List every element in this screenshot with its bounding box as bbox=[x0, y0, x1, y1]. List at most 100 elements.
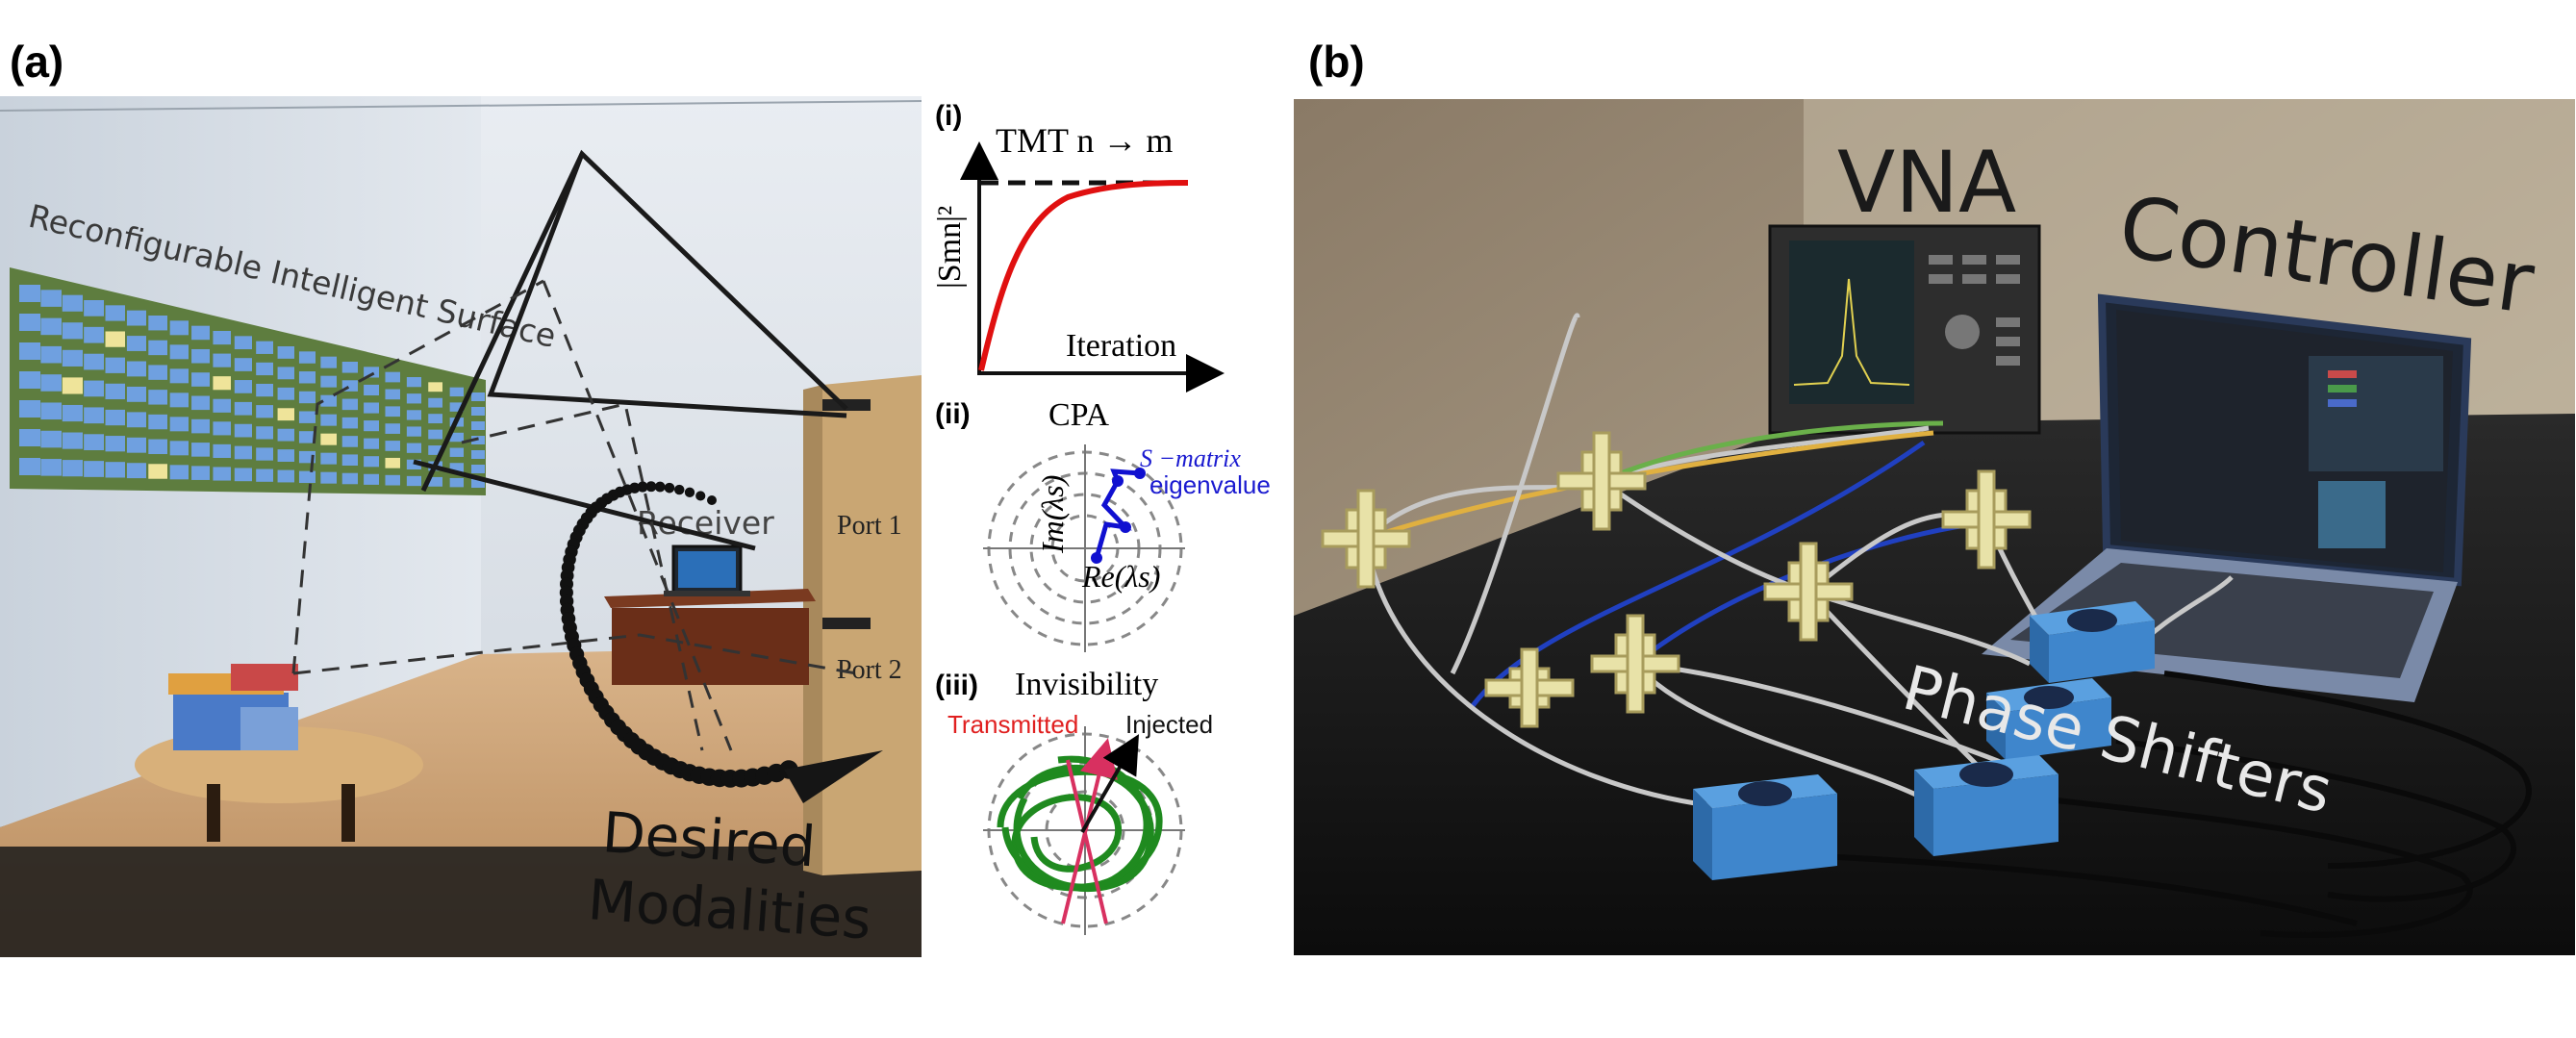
ris-tile bbox=[449, 463, 464, 472]
ris-tile bbox=[471, 407, 485, 416]
ris-tile bbox=[320, 414, 337, 426]
ris-tile bbox=[449, 477, 464, 488]
ris-tile bbox=[84, 461, 104, 477]
ris-tile bbox=[471, 479, 485, 488]
ris-tile bbox=[62, 349, 83, 367]
phase-shifters bbox=[1693, 601, 2155, 880]
ris-tile bbox=[428, 476, 442, 487]
eigenvalue-path bbox=[1094, 468, 1141, 559]
ris-tile bbox=[385, 406, 400, 418]
ris-tile bbox=[40, 374, 62, 392]
trajectory-bead bbox=[664, 482, 675, 494]
ris-tile bbox=[256, 426, 273, 440]
inset-ii-title: CPA bbox=[1048, 397, 1109, 433]
ris-tile bbox=[19, 285, 40, 302]
inset-i-title: TMT n → m bbox=[996, 121, 1173, 160]
injected-label: Injected bbox=[1125, 710, 1213, 739]
ris-tile bbox=[449, 432, 464, 443]
ris-tile bbox=[471, 392, 485, 401]
panel-b-label: (b) bbox=[1308, 37, 1365, 87]
ris-tile bbox=[191, 466, 210, 480]
ris-tile bbox=[298, 411, 316, 423]
ris-tile bbox=[298, 351, 316, 364]
ris-tile bbox=[234, 336, 252, 350]
ris-tile bbox=[341, 398, 358, 411]
ris-tile bbox=[40, 290, 62, 307]
trajectory-bead bbox=[695, 491, 706, 501]
eig-label-2: eigenvalue bbox=[1149, 470, 1271, 499]
trajectory-bead bbox=[684, 487, 695, 497]
ris-tile bbox=[126, 463, 146, 479]
ris-tile bbox=[213, 376, 231, 391]
transmitted-label: Transmitted bbox=[947, 710, 1078, 739]
ris-tile bbox=[364, 456, 379, 468]
im-axis-label: Im(λs) bbox=[1035, 475, 1070, 554]
ris-tile bbox=[213, 467, 231, 481]
ris-tile bbox=[385, 389, 400, 400]
black-cables bbox=[1817, 671, 2532, 938]
ris-tile bbox=[191, 443, 210, 457]
ris-tile bbox=[169, 320, 189, 336]
ris-tile bbox=[449, 387, 464, 397]
ris-tile bbox=[40, 430, 62, 448]
ris-tile bbox=[256, 383, 273, 397]
book-table bbox=[135, 664, 423, 842]
ris-tile bbox=[385, 441, 400, 451]
ris-tile bbox=[341, 362, 358, 373]
ris-tile bbox=[234, 468, 252, 482]
ris-tile bbox=[449, 447, 464, 457]
ris-tile bbox=[234, 358, 252, 371]
ris-tile bbox=[191, 325, 210, 341]
ris-tile bbox=[234, 445, 252, 460]
ris-tile bbox=[406, 426, 421, 437]
ris-tile bbox=[126, 361, 146, 377]
ris-tile bbox=[406, 475, 421, 487]
ris-tile bbox=[191, 372, 210, 387]
beam-trajectory bbox=[559, 481, 798, 788]
vna-instrument bbox=[1768, 224, 2041, 435]
ris-tile bbox=[234, 423, 252, 438]
ris-tile bbox=[364, 420, 379, 432]
ris-tile bbox=[385, 371, 400, 383]
ris-tile bbox=[277, 428, 294, 442]
trajectory-bead bbox=[673, 484, 685, 495]
ris-tile bbox=[449, 402, 464, 412]
ris-tile bbox=[19, 314, 40, 331]
ris-tile bbox=[320, 394, 337, 407]
ris-tile bbox=[19, 371, 40, 389]
dashed-rays bbox=[291, 279, 857, 751]
ris-tile bbox=[428, 414, 442, 424]
ris-tile bbox=[84, 380, 104, 397]
ris-tile bbox=[428, 429, 442, 440]
inset-i-ylabel: |Smn|² bbox=[932, 206, 968, 289]
ris-tile bbox=[406, 393, 421, 404]
ris-tile bbox=[169, 417, 189, 432]
ris-tile bbox=[277, 469, 294, 483]
ris-tile bbox=[19, 458, 40, 475]
ris-tile bbox=[105, 436, 125, 452]
ris-tile bbox=[148, 390, 167, 405]
ris-tile bbox=[62, 404, 83, 422]
ris-tile bbox=[148, 365, 167, 380]
ris-tile bbox=[364, 473, 379, 485]
ris-tile bbox=[428, 445, 442, 455]
ris-tile bbox=[320, 356, 337, 368]
ris-tile bbox=[213, 398, 231, 413]
signal-rays bbox=[413, 149, 848, 551]
ris-tile bbox=[364, 384, 379, 396]
ris-tile bbox=[84, 300, 104, 316]
ris-tile bbox=[213, 443, 231, 458]
port2-label: Port 2 bbox=[837, 655, 902, 685]
ris-tile bbox=[471, 421, 485, 430]
ris-tile bbox=[428, 397, 442, 408]
ris-tile bbox=[84, 353, 104, 370]
ris-tile bbox=[320, 471, 337, 484]
ris-tile bbox=[341, 417, 358, 429]
ris-tile bbox=[256, 341, 273, 354]
ris-tile bbox=[385, 423, 400, 434]
ris-tile bbox=[169, 465, 189, 480]
ris-tile bbox=[256, 447, 273, 461]
ris-tile bbox=[148, 340, 167, 356]
ris-tile bbox=[320, 375, 337, 388]
